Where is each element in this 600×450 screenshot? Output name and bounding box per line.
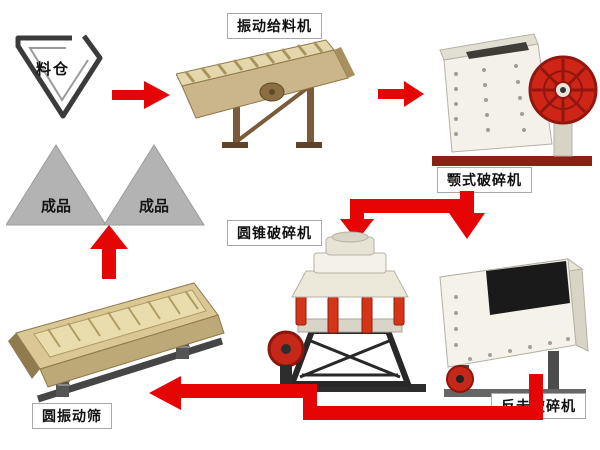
left-arrow-icon (149, 376, 181, 410)
connector-upper-bar (181, 384, 317, 398)
cone-base (276, 384, 426, 392)
product-pile-left (6, 144, 107, 226)
feeder-illustration (176, 39, 355, 148)
jaw-crusher-illustration (432, 33, 598, 166)
jaw-base (432, 156, 592, 166)
connector-horizontal-bar (350, 199, 474, 213)
jaw-crusher-label: 颚式破碎机 (437, 167, 532, 194)
arrow-silo-to-feeder (112, 81, 170, 109)
up-arrow-shaft (102, 247, 116, 279)
cone-crusher-illustration (267, 231, 426, 392)
cone-adjustment-ring (291, 270, 409, 298)
feeder-label: 振动给料机 (227, 13, 322, 40)
silo-illustration: 料仓 (8, 32, 108, 124)
down-arrow-icon (449, 213, 485, 239)
feeder-motor-hub (269, 89, 275, 95)
product-triangles: 成品 成品 (6, 144, 205, 226)
silo-outline (15, 34, 103, 119)
cone-drum (313, 252, 387, 274)
impact-bolts (454, 295, 570, 361)
impact-inlet (486, 261, 570, 315)
product-label-left: 成品 (41, 197, 71, 215)
connector-crushers-to-screen (149, 374, 543, 420)
silo-shape (15, 34, 103, 119)
cone-pulley-support (280, 365, 292, 385)
cone-hydraulic-cylinders (295, 292, 405, 334)
up-arrow-icon (90, 225, 128, 249)
vibrating-screen-label: 圆振动筛 (32, 403, 112, 430)
screen-mesh (33, 289, 207, 358)
silo-inner-line (28, 47, 89, 102)
impact-leg-right (548, 351, 559, 393)
connector-jaw-to-cone (340, 191, 474, 241)
jaw-inlet (466, 42, 529, 59)
right-arrow-icon (378, 81, 424, 107)
cone-stand-braces (299, 337, 401, 379)
down-arrow-icon (340, 219, 374, 241)
jaw-bolts (454, 64, 526, 136)
connector-left-shaft (350, 199, 364, 221)
feeder-end-plate (334, 47, 355, 78)
screen-discharge-end (8, 333, 40, 379)
cone-crusher-label: 圆锥破碎机 (227, 220, 322, 247)
silo-label: 料仓 (36, 61, 71, 78)
grizzly-bars (184, 41, 324, 83)
connector-bottom-bar (303, 406, 543, 420)
arrow-jaw-down (449, 213, 485, 239)
cone-platform (297, 318, 403, 333)
feeder-frame (222, 74, 322, 148)
product-pile-right (103, 144, 205, 226)
flywheel-axle (560, 87, 566, 93)
arrow-screen-to-product (90, 225, 128, 279)
arrow-feeder-to-jaw (378, 81, 424, 107)
vibrating-screen-illustration (8, 282, 225, 403)
flywheel-support (553, 119, 573, 157)
product-label-right: 成品 (139, 197, 169, 215)
screen-mesh-lines (47, 291, 199, 348)
impact-wheel-hub (456, 375, 464, 383)
right-arrow-icon (112, 81, 170, 109)
cone-pulley-hub (281, 344, 291, 354)
cone-dome (331, 231, 369, 243)
